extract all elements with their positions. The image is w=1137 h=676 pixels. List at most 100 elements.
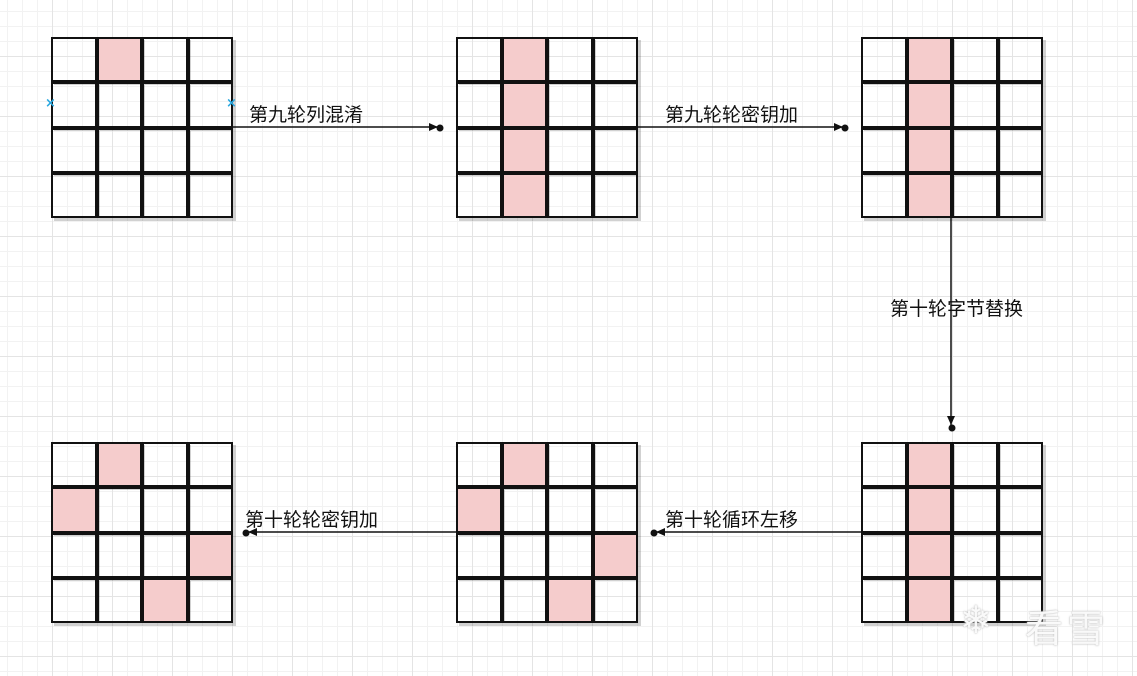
highlighted-byte-cell [51, 487, 97, 533]
selection-handle-icon[interactable]: × [45, 96, 56, 111]
byte-cell [96, 127, 142, 173]
byte-cell [861, 487, 907, 533]
byte-cell [547, 532, 593, 578]
highlighted-byte-cell [501, 37, 547, 83]
step-label-round10-addroundkey: 第十轮轮密钥加 [245, 509, 379, 531]
highlighted-byte-cell [142, 577, 188, 623]
byte-cell [142, 487, 188, 533]
byte-cell [187, 487, 233, 533]
byte-cell [952, 577, 998, 623]
byte-cell [592, 442, 638, 488]
byte-cell [501, 577, 547, 623]
watermark-logo: ❄ [960, 598, 996, 642]
selection-handle-icon[interactable]: × [226, 96, 237, 111]
highlighted-byte-cell [906, 577, 952, 623]
byte-cell [861, 532, 907, 578]
highlighted-byte-cell [96, 442, 142, 488]
arrow-round10-shiftrows[interactable] [650, 528, 862, 537]
byte-cell [96, 82, 142, 128]
byte-cell [187, 37, 233, 83]
byte-cell [997, 82, 1043, 128]
byte-cell [997, 487, 1043, 533]
state-matrix[interactable] [861, 442, 1043, 623]
byte-cell [96, 487, 142, 533]
state-matrix[interactable] [456, 442, 638, 623]
byte-cell [997, 127, 1043, 173]
byte-cell [96, 172, 142, 218]
state-matrix[interactable] [456, 37, 638, 218]
byte-cell [51, 577, 97, 623]
byte-cell [861, 127, 907, 173]
arrow-round9-mixcolumns[interactable] [233, 123, 444, 132]
step-label-round10-subbytes: 第十轮字节替换 [890, 298, 1024, 320]
byte-cell [142, 127, 188, 173]
highlighted-byte-cell [592, 532, 638, 578]
highlighted-byte-cell [906, 82, 952, 128]
byte-cell [456, 82, 502, 128]
byte-cell [142, 82, 188, 128]
highlighted-byte-cell [906, 37, 952, 83]
byte-cell [501, 487, 547, 533]
state-matrix[interactable] [51, 37, 233, 218]
byte-cell [547, 37, 593, 83]
byte-cell [187, 442, 233, 488]
byte-cell [142, 172, 188, 218]
arrow-round10-addroundkey[interactable] [242, 528, 457, 537]
byte-cell [997, 577, 1043, 623]
byte-cell [547, 127, 593, 173]
byte-cell [952, 532, 998, 578]
highlighted-byte-cell [906, 172, 952, 218]
byte-cell [51, 82, 97, 128]
byte-cell [952, 127, 998, 173]
state-matrix[interactable] [51, 442, 233, 623]
byte-cell [997, 442, 1043, 488]
byte-cell [51, 127, 97, 173]
byte-cell [142, 37, 188, 83]
byte-cell [51, 532, 97, 578]
byte-cell [501, 532, 547, 578]
highlighted-byte-cell [906, 487, 952, 533]
byte-cell [997, 172, 1043, 218]
byte-cell [592, 82, 638, 128]
byte-cell [997, 532, 1043, 578]
byte-cell [96, 577, 142, 623]
highlighted-byte-cell [456, 487, 502, 533]
arrow-round10-subbytes[interactable] [947, 218, 956, 432]
byte-cell [547, 82, 593, 128]
byte-cell [51, 172, 97, 218]
byte-cell [96, 532, 142, 578]
byte-cell [456, 532, 502, 578]
byte-cell [456, 37, 502, 83]
byte-cell [187, 577, 233, 623]
byte-cell [456, 577, 502, 623]
state-matrix[interactable] [861, 37, 1043, 218]
byte-cell [861, 577, 907, 623]
byte-cell [997, 37, 1043, 83]
byte-cell [142, 532, 188, 578]
byte-cell [592, 577, 638, 623]
byte-cell [547, 442, 593, 488]
byte-cell [187, 82, 233, 128]
arrow-round9-addroundkey[interactable] [638, 123, 849, 132]
step-label-round9-addroundkey: 第九轮轮密钥加 [665, 104, 799, 126]
watermark-text: 看雪 [1025, 607, 1110, 651]
byte-cell [547, 487, 593, 533]
step-label-round10-shiftrows: 第十轮循环左移 [665, 509, 799, 531]
byte-cell [952, 82, 998, 128]
byte-cell [456, 172, 502, 218]
step-label-round9-mixcolumns: 第九轮列混淆 [249, 104, 364, 126]
highlighted-byte-cell [906, 127, 952, 173]
byte-cell [187, 172, 233, 218]
highlighted-byte-cell [501, 127, 547, 173]
byte-cell [547, 172, 593, 218]
byte-cell [952, 487, 998, 533]
byte-cell [861, 82, 907, 128]
byte-cell [861, 172, 907, 218]
highlighted-byte-cell [501, 82, 547, 128]
byte-cell [456, 442, 502, 488]
byte-cell [142, 442, 188, 488]
byte-cell [51, 37, 97, 83]
byte-cell [187, 127, 233, 173]
byte-cell [456, 127, 502, 173]
